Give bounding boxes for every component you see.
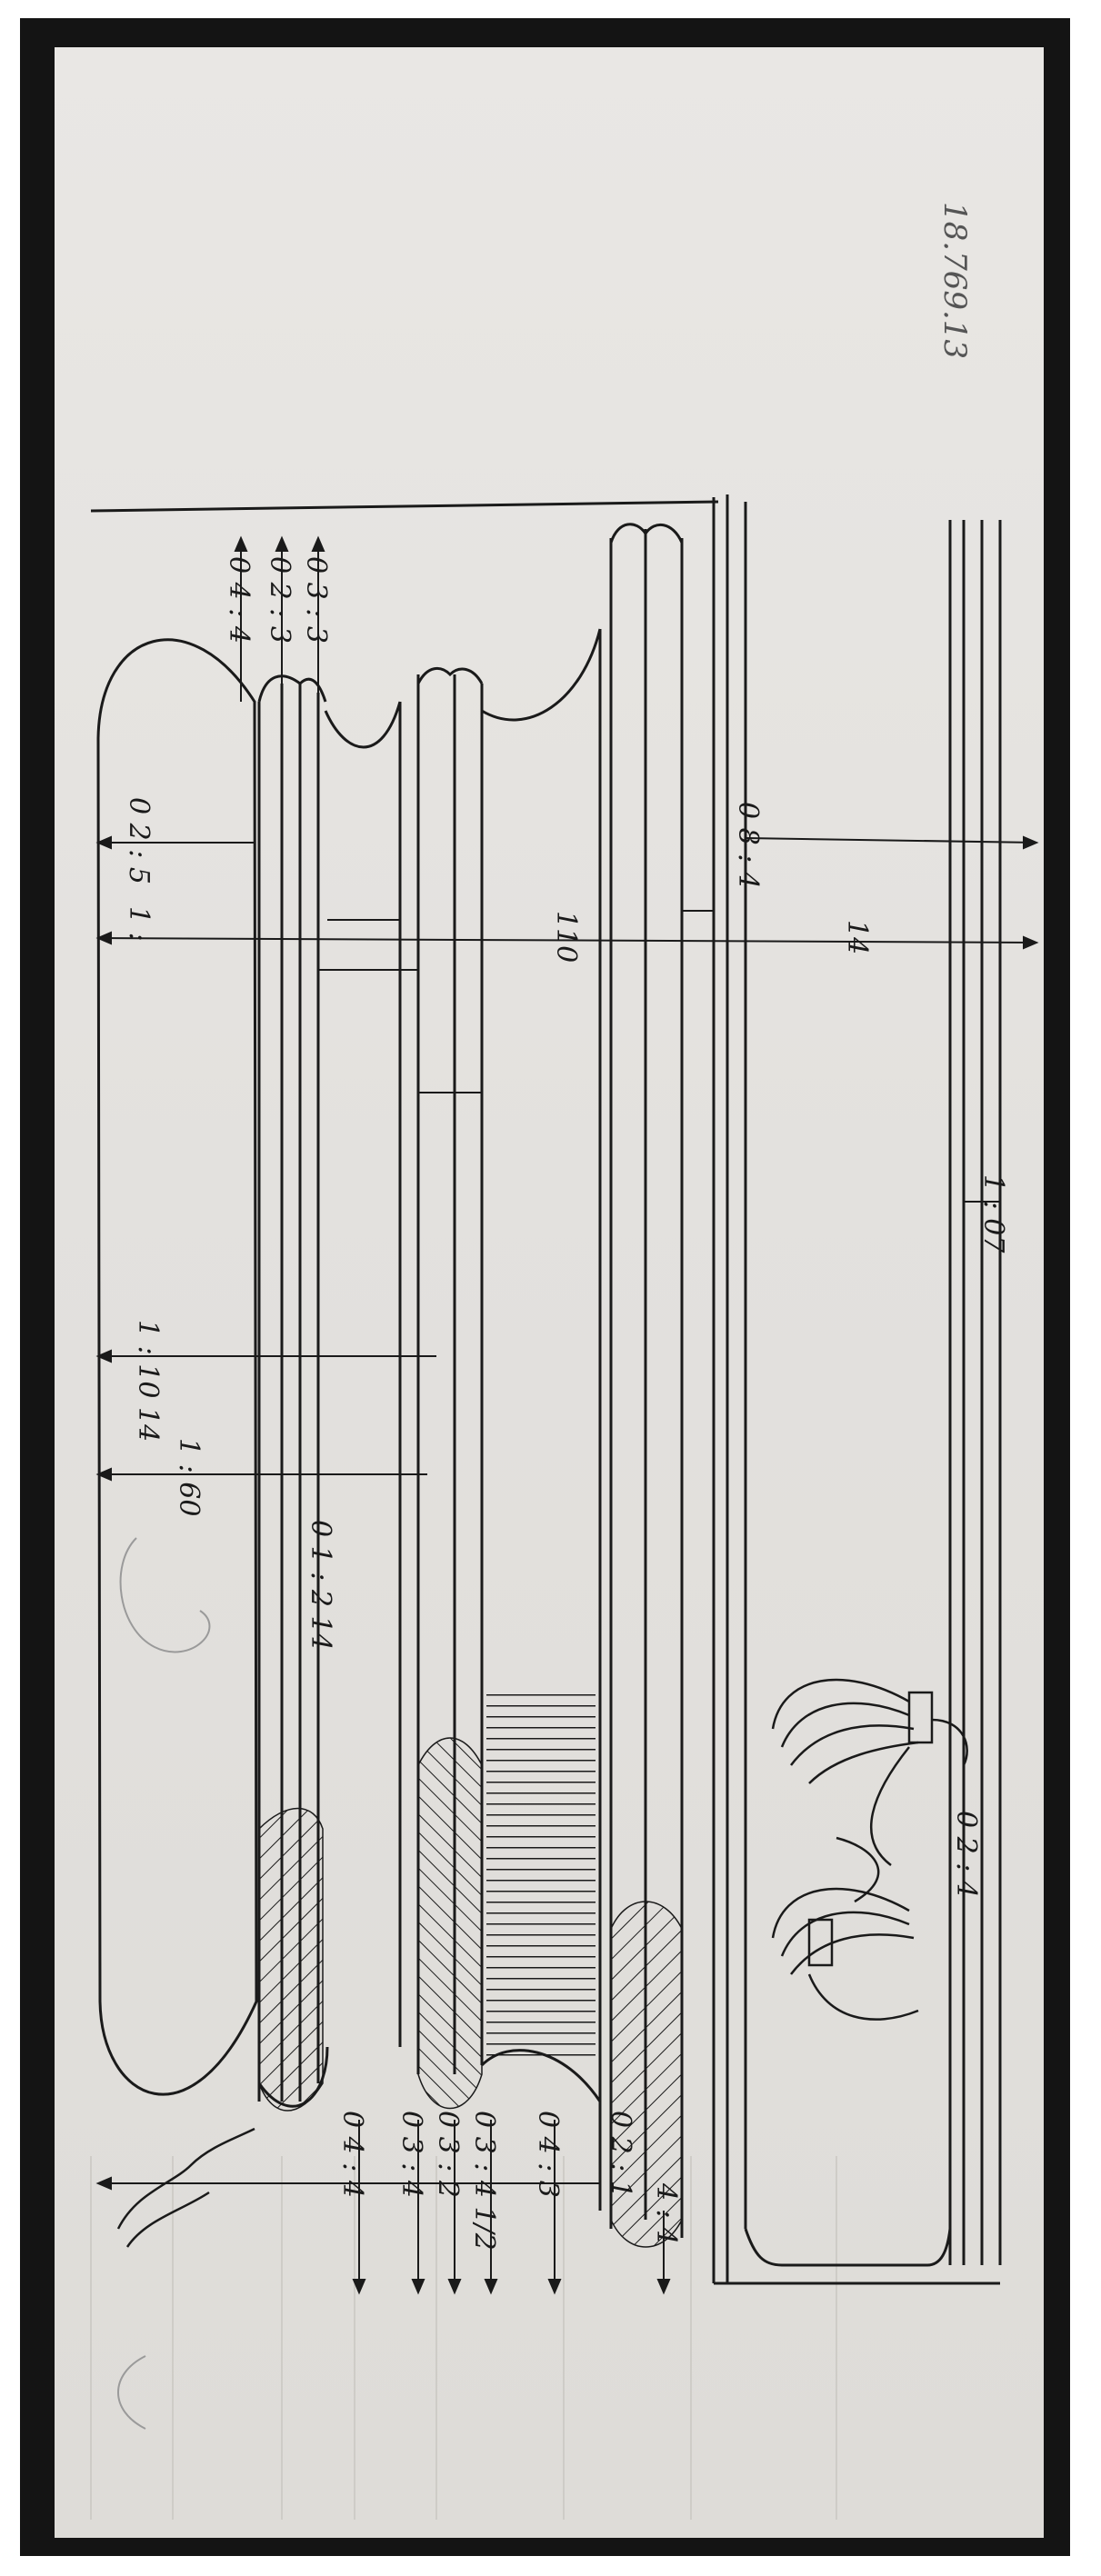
photo-frame: 18.769.13 0 4 : 4 0 2 : 3 0 3 : 3 0 2 : …	[20, 18, 1070, 2556]
leaf-ornament	[258, 1692, 683, 2248]
dimension-label: 0 3 : 2	[432, 2111, 464, 2198]
dimension-label: 0 2 : 4	[950, 1811, 982, 1898]
dimension-label: 0 2 : 1	[605, 2111, 636, 2198]
paper-ruling	[90, 2156, 837, 2520]
dimension-label: 0 2 : 3	[264, 556, 295, 644]
dimension-label: 0 3 : 4	[395, 2111, 427, 2198]
dimension-label: 0 4 : 4	[223, 556, 255, 644]
dimension-label: 0 8 : 4	[732, 802, 764, 889]
dimension-label: 110	[550, 911, 582, 964]
dimension-label: 0 2 : 5	[123, 797, 155, 884]
dimension-label: 1 :	[123, 906, 155, 942]
dimension-label: 0 4 : 4	[336, 2111, 368, 2198]
dimension-lines	[95, 535, 1039, 2295]
dimension-label: 4 : 4	[650, 2183, 682, 2245]
dimension-label: 1 : 60	[173, 1438, 205, 1517]
drawing-sheet: 18.769.13 0 4 : 4 0 2 : 3 0 3 : 3 0 2 : …	[55, 47, 1044, 2538]
dimension-label: 1 : 07	[977, 1174, 1009, 1253]
dimension-label: 0 4 : 3	[532, 2111, 564, 2198]
dimension-label: 14	[841, 920, 873, 955]
dimension-label: 1 : 10 14	[132, 1320, 164, 1443]
pencil-sketch	[117, 1537, 211, 2430]
architectural-drawing	[90, 494, 1039, 2520]
ink-scribble	[116, 2127, 255, 2248]
catalog-number: 18.769.13	[936, 202, 973, 360]
palmette-ornament	[771, 1678, 968, 2021]
dimension-label: 0 1 : 2 14	[305, 1520, 336, 1651]
dimension-label: 0 3 : 4 1/2	[468, 2111, 500, 2251]
dimension-label: 0 3 : 3	[300, 556, 332, 644]
